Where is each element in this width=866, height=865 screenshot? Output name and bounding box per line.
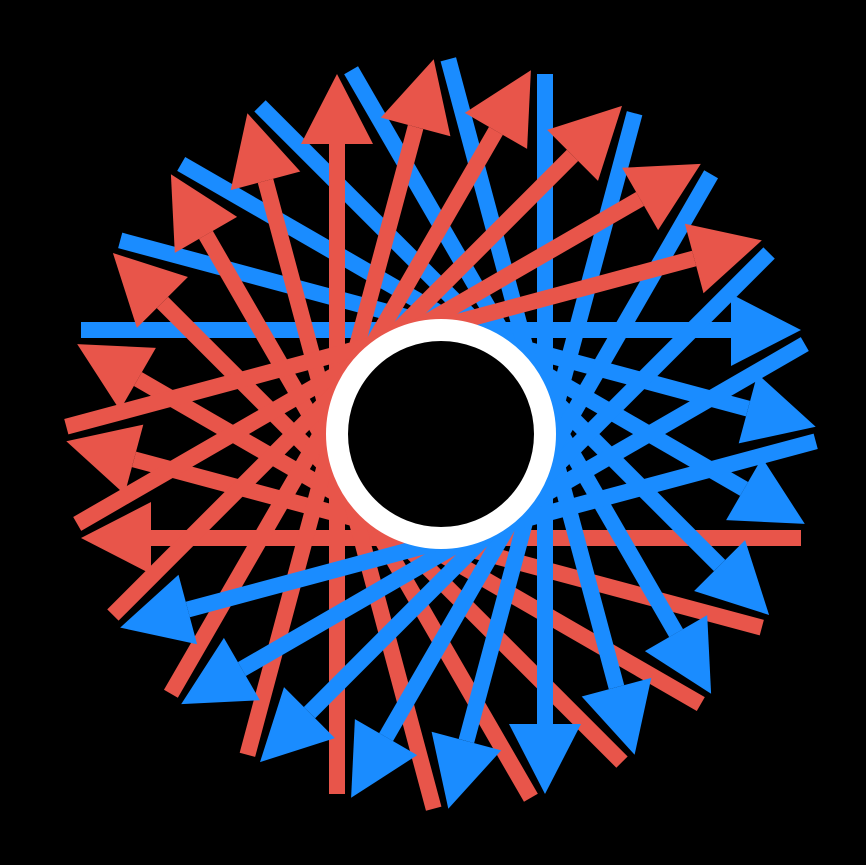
center-ring: [337, 330, 545, 538]
